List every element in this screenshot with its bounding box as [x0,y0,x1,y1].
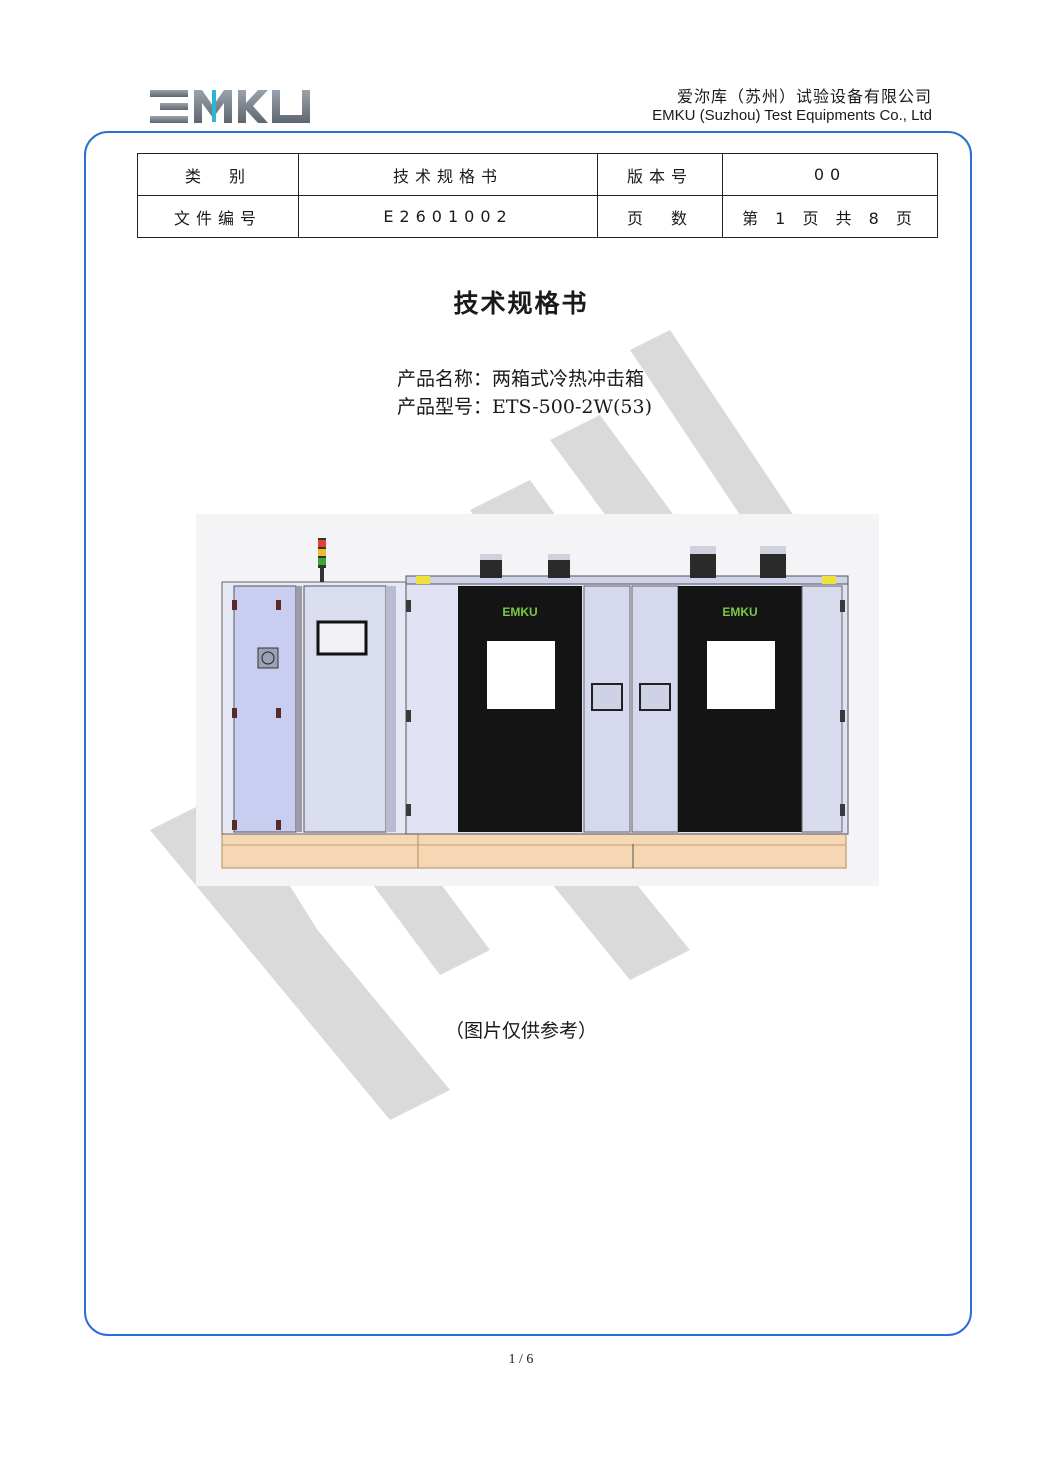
pages-label: 页 数 [597,195,723,238]
door-logo-right: EMKU [722,605,757,619]
doc-number-value: E2601002 [298,195,598,238]
category-value: 技术规格书 [298,153,598,196]
document-info-table: 类 别 技术规格书 版本号 00 文件编号 E2601002 页 数 第 1 页… [137,153,938,238]
pages-value: 第 1 页 共 8 页 [722,195,938,238]
version-label: 版本号 [597,153,723,196]
page-frame [84,131,972,1336]
product-image: EMKU EMKU [196,514,879,886]
page-number: 1 / 6 [508,1352,534,1367]
table-row: 类 别 技术规格书 版本号 00 [137,153,938,196]
product-model: 产品型号：ETS-500-2W(53) [397,396,652,418]
doc-number-label: 文件编号 [137,195,299,238]
product-name: 产品名称：两箱式冷热冲击箱 [397,368,645,390]
emku-logo [150,90,310,123]
company-name-en: EMKU (Suzhou) Test Equipments Co., Ltd [652,107,932,124]
category-label: 类 别 [137,153,299,196]
table-row: 文件编号 E2601002 页 数 第 1 页 共 8 页 [137,195,938,238]
image-caption: （图片仅供参考） [444,1020,597,1042]
document-title: 技术规格书 [453,289,589,318]
version-value: 00 [722,153,938,196]
company-name-cn: 爱沵库（苏州）试验设备有限公司 [676,87,932,106]
door-logo-left: EMKU [502,605,537,619]
